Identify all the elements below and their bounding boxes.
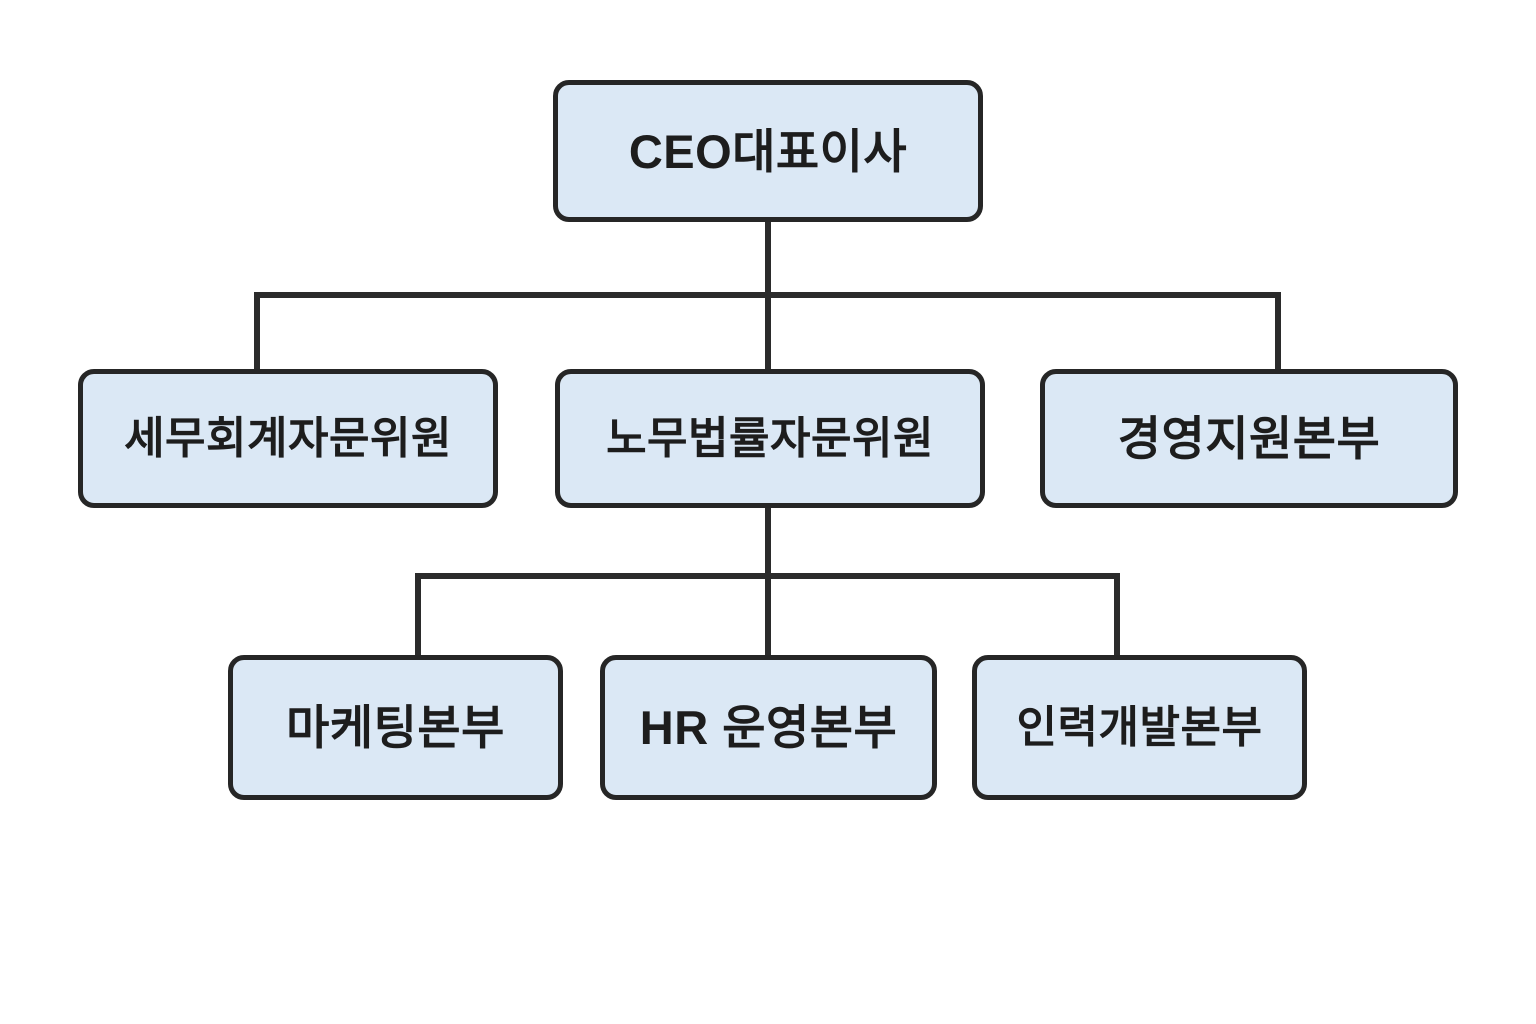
org-node-management-support-label: 경영지원본부 xyxy=(1117,412,1381,465)
org-node-marketing-label: 마케팅본부 xyxy=(286,701,505,754)
org-node-hr-development: 인력개발본부 xyxy=(972,655,1307,800)
org-node-hr-development-label: 인력개발본부 xyxy=(1016,702,1263,752)
org-node-management-support: 경영지원본부 xyxy=(1040,369,1458,508)
connector-level2-rail xyxy=(415,573,1120,655)
org-node-tax-advisor: 세무회계자문위원 xyxy=(78,369,498,508)
org-node-ceo-label: CEO대표이사 xyxy=(628,124,908,178)
org-node-marketing: 마케팅본부 xyxy=(228,655,563,800)
org-node-ceo: CEO대표이사 xyxy=(553,80,983,222)
connector-level1-rail xyxy=(254,292,1281,369)
org-node-labor-advisor: 노무법률자문위원 xyxy=(555,369,985,508)
org-node-labor-advisor-label: 노무법률자문위원 xyxy=(606,413,934,463)
org-node-tax-advisor-label: 세무회계자문위원 xyxy=(124,413,452,463)
org-node-hr-operations: HR 운영본부 xyxy=(600,655,937,800)
org-node-hr-operations-label: HR 운영본부 xyxy=(639,701,898,754)
